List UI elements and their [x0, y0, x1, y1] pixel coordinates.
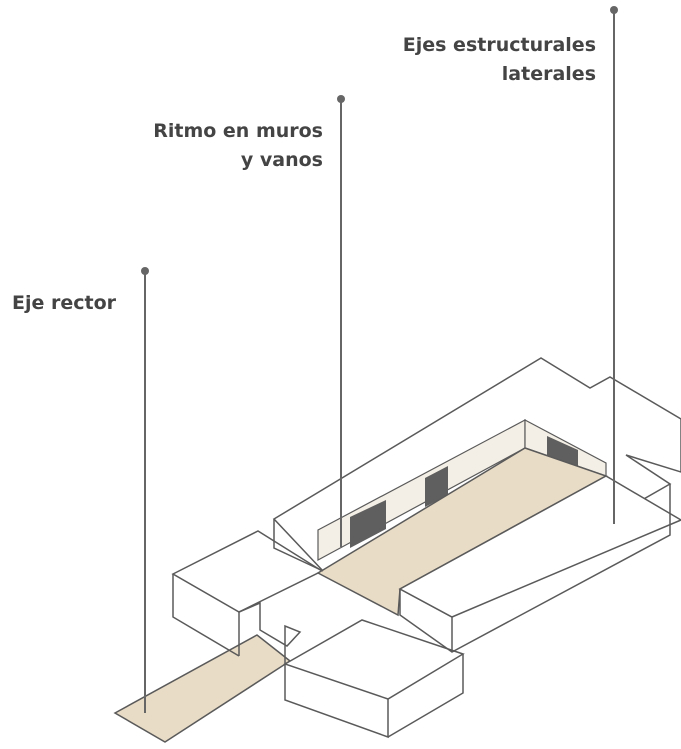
- label-line: Eje rector: [12, 292, 117, 314]
- right-wing-top: [398, 475, 681, 618]
- entrance-path-floor: [113, 634, 292, 743]
- opening-2: [425, 466, 448, 507]
- leader-dots: [141, 6, 618, 275]
- label-line: laterales: [501, 63, 596, 85]
- label-ritmo: Ritmo en muros y vanos: [153, 117, 323, 175]
- dot-ejes: [610, 6, 618, 14]
- front-block-top: [283, 619, 465, 700]
- left-wing-edges: [172, 574, 240, 657]
- opening-1: [350, 500, 386, 548]
- main-left-edge: [273, 519, 324, 572]
- leader-lines: [144, 10, 615, 713]
- passage-notch: [238, 601, 302, 664]
- label-eje-rector: Eje rector: [12, 289, 116, 318]
- front-block-right: [387, 654, 464, 738]
- dot-eje-rector: [141, 267, 149, 275]
- opening-3: [547, 436, 578, 469]
- label-line: y vanos: [240, 149, 323, 171]
- label-ejes-estructurales: Ejes estructurales laterales: [403, 31, 596, 89]
- dot-ritmo: [337, 95, 345, 103]
- label-line: Ejes estructurales: [402, 34, 596, 56]
- front-block-sides: [284, 664, 389, 739]
- label-line: Ritmo en muros: [153, 120, 323, 142]
